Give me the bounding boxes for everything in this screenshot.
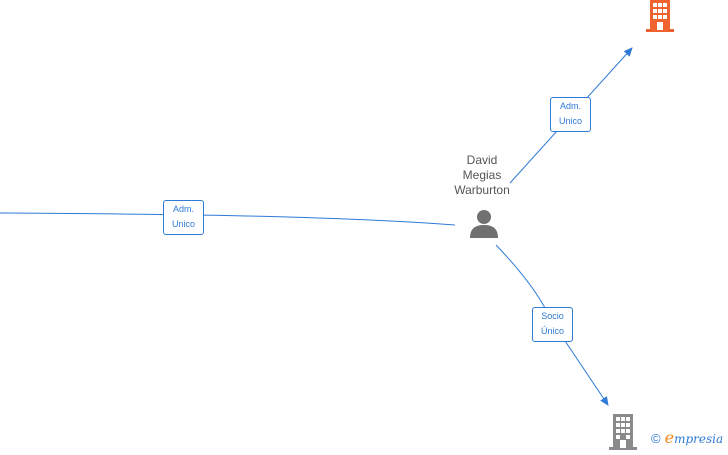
brand-logo-initial: e [664, 428, 675, 447]
copyright-symbol: © [651, 431, 661, 446]
edge-label-line: Unico [558, 116, 582, 126]
person-name-line: Megias [462, 168, 502, 182]
brand-logo-text: mpresia [674, 432, 724, 446]
person-name-line: David [466, 153, 498, 167]
building-icon-top-right[interactable] [644, 0, 676, 32]
brand-watermark: ©empresia [651, 428, 723, 447]
edge-label-line: Unico [171, 219, 195, 229]
edge-label-left[interactable]: Adm. Unico [163, 200, 204, 235]
edge-left [0, 212, 456, 226]
edge-label-line: Adm. [172, 204, 194, 214]
building-icon-bottom-right[interactable] [607, 414, 639, 450]
edge-label-line: Único [540, 326, 564, 336]
person-name-line: Warburton [454, 183, 510, 197]
edge-label-line: Adm. [559, 101, 581, 111]
edge-label-bottom-right[interactable]: Socio Único [532, 307, 573, 342]
edge-label-top-right[interactable]: Adm. Unico [550, 97, 591, 132]
person-icon[interactable] [469, 208, 499, 239]
edge-label-line: Socio [541, 311, 564, 321]
person-name[interactable]: David Megias Warburton [432, 153, 532, 198]
